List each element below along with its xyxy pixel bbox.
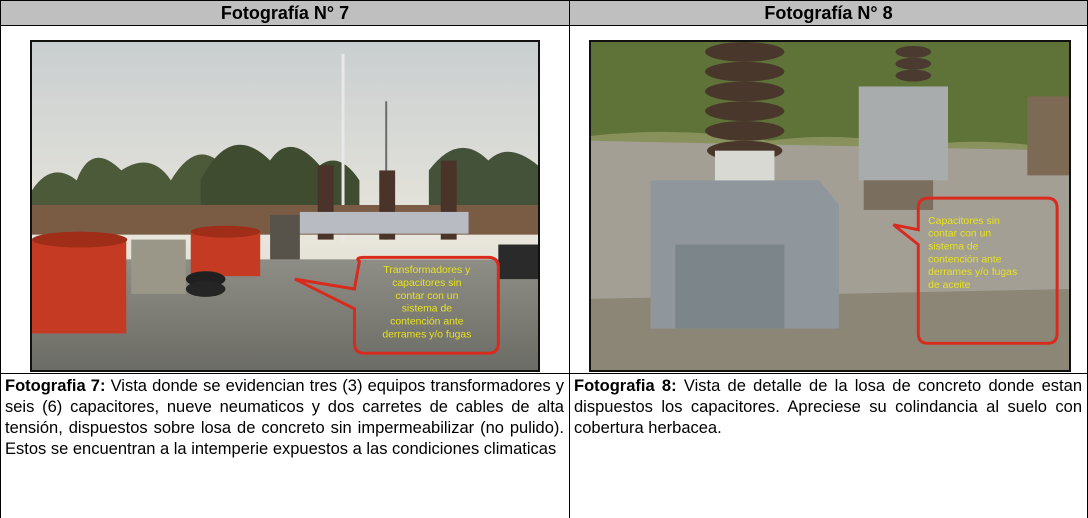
callout-7-line: contar con un xyxy=(395,291,458,302)
photo-7-illustration: Transformadores y capacitores sin contar… xyxy=(32,42,538,370)
table-photo-divider xyxy=(0,373,1088,374)
table-header-divider xyxy=(0,25,1088,26)
callout-bubble-7 xyxy=(294,255,500,355)
caption-8-label: Fotografia 8: xyxy=(574,377,677,395)
callout-8-line: sistema de xyxy=(928,241,978,252)
table-border-top xyxy=(0,0,1088,1)
callout-7-line: Transformadores y xyxy=(383,265,471,276)
table-column-divider xyxy=(569,0,570,518)
caption-8-text: Vista de detalle de la losa de concreto … xyxy=(574,377,1082,437)
caption-7-text: Vista donde se evidencian tres (3) equip… xyxy=(5,377,564,458)
callout-8-line: derrames y/o fugas xyxy=(928,267,1017,278)
caption-photo-7: Fotografia 7: Vista donde se evidencian … xyxy=(5,376,564,460)
photo-7: Transformadores y capacitores sin contar… xyxy=(30,40,540,372)
photo-8: Capacitores sin contar con un sistema de… xyxy=(589,40,1071,372)
caption-photo-8: Fotografia 8: Vista de detalle de la los… xyxy=(574,376,1082,439)
callout-8-line: de aceite xyxy=(928,280,970,291)
callout-7-line: sistema de xyxy=(402,304,453,315)
callout-7-line: capacitores sin xyxy=(392,278,462,289)
callout-8-line: Capacitores sin xyxy=(928,216,1000,227)
callout-7-line: contención ante xyxy=(390,317,464,328)
callout-8-line: contar con un xyxy=(928,229,991,240)
header-photo-7: Fotografía N° 7 xyxy=(1,1,569,25)
caption-7-label: Fotografia 7: xyxy=(5,377,106,395)
table-border-left xyxy=(0,0,1,518)
callout-bubble-8 xyxy=(892,196,1059,345)
callout-8-line: contención ante xyxy=(928,254,1002,265)
header-photo-8: Fotografía N° 8 xyxy=(570,1,1087,25)
photo-8-illustration: Capacitores sin contar con un sistema de… xyxy=(591,42,1069,370)
callout-7-line: derrames y/o fugas xyxy=(382,329,471,340)
